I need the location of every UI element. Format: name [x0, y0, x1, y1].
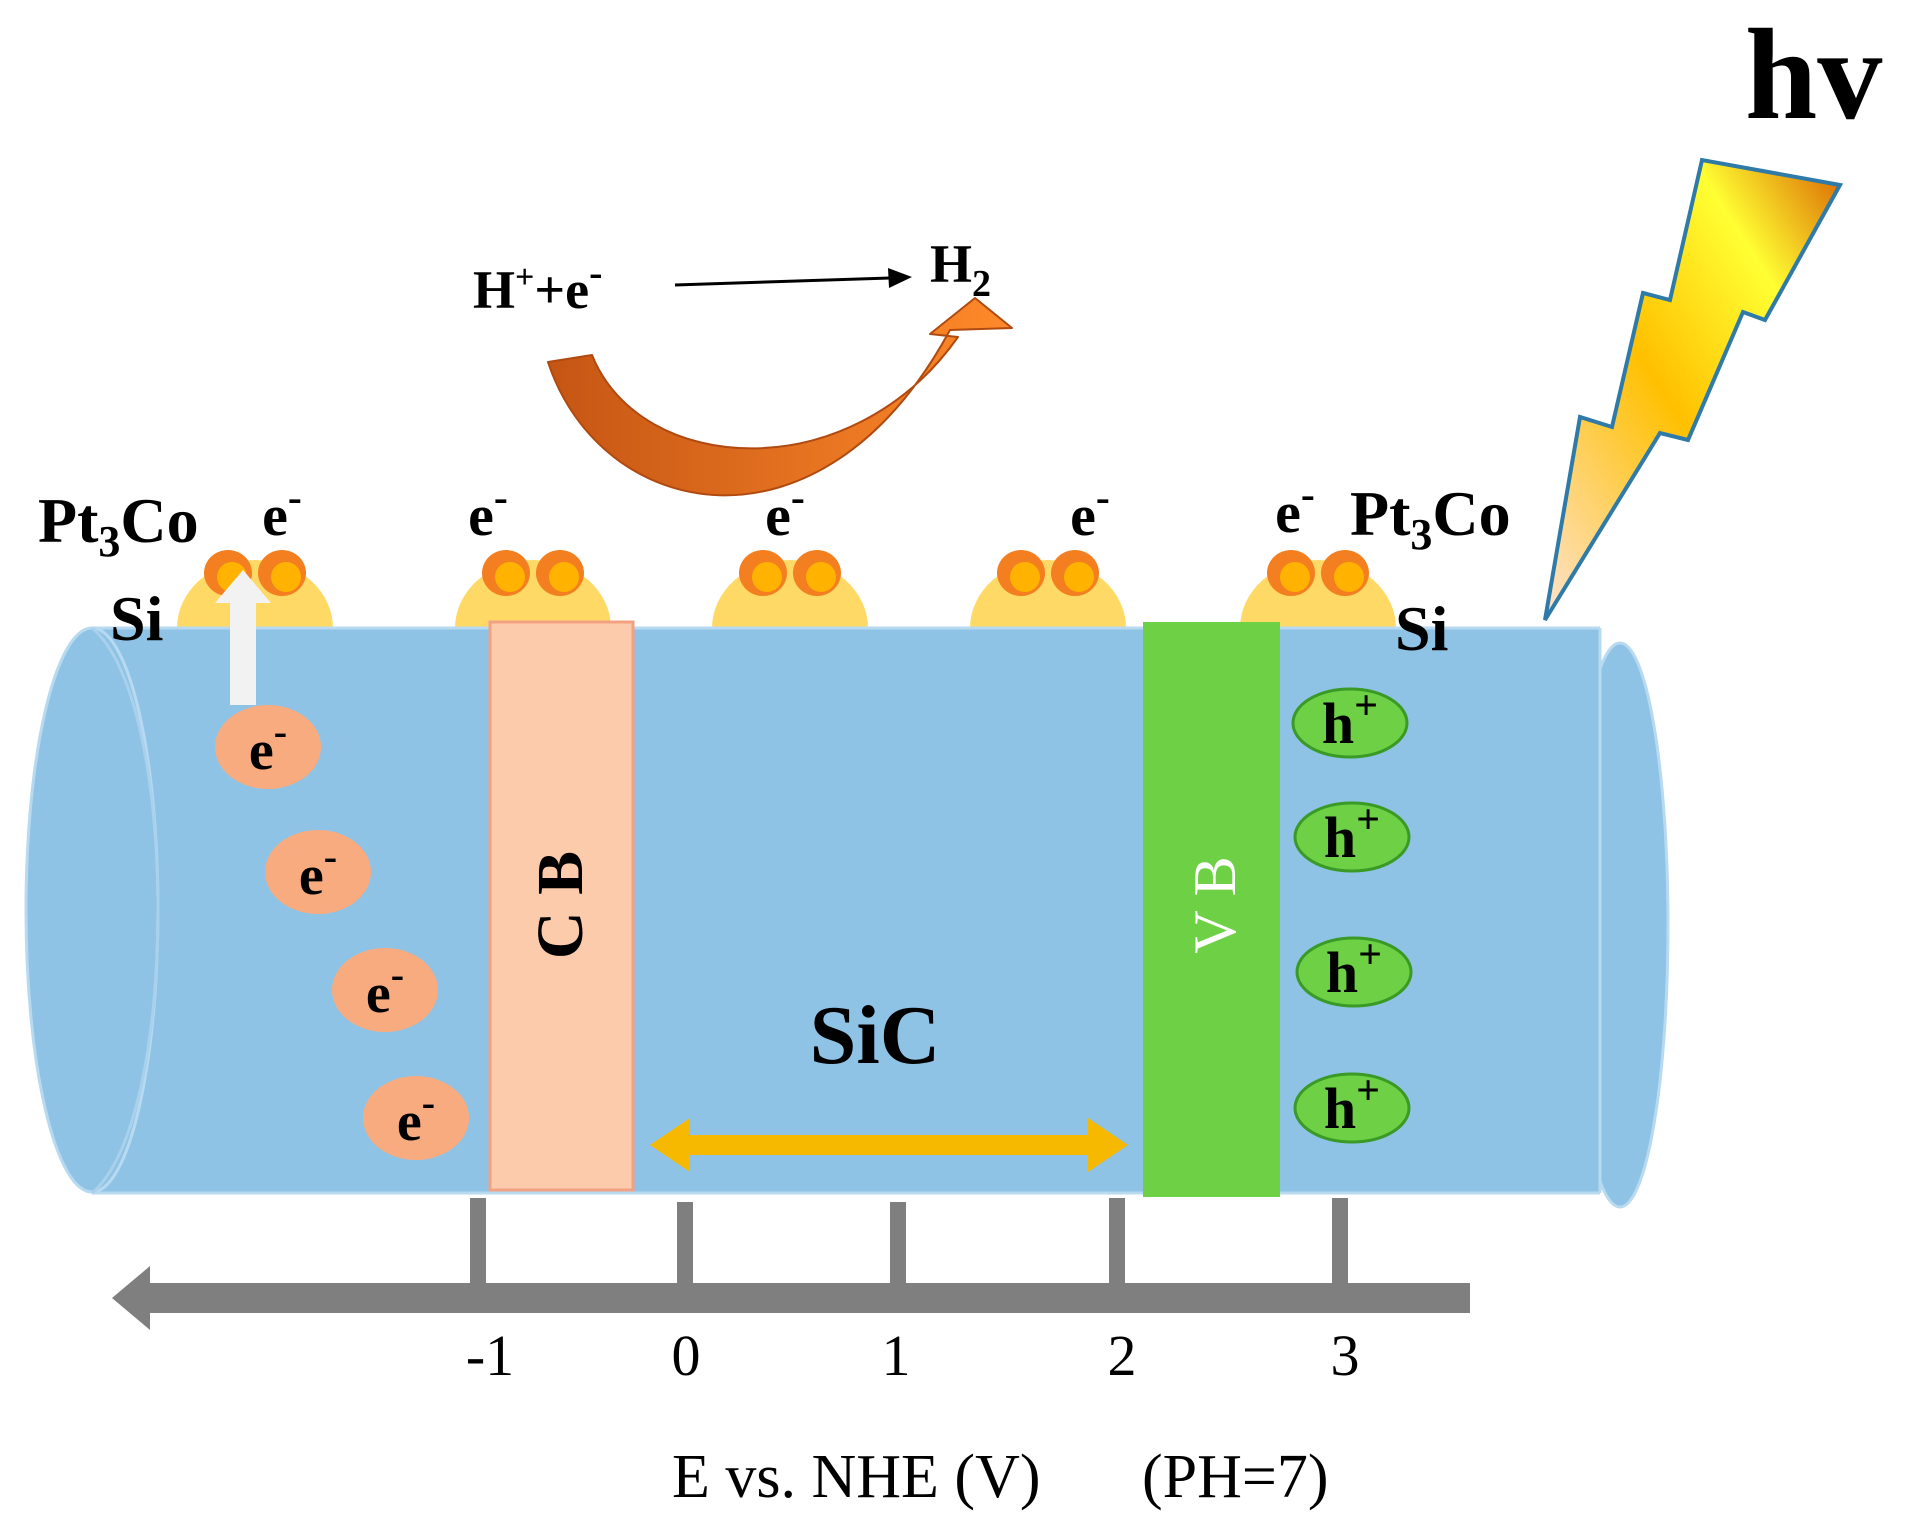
axis-tick-label: 1 — [882, 1323, 911, 1388]
si-left-label: Si — [110, 583, 163, 654]
inner-electrons-group: e-e-e-e- — [215, 705, 469, 1160]
electron — [265, 830, 371, 914]
axis-tick-label: 2 — [1108, 1323, 1137, 1388]
axis-ticks-group: -1 0 1 2 3 — [466, 1198, 1360, 1388]
electron-label: e- — [1275, 472, 1315, 545]
axis-tick-label: 0 — [672, 1323, 701, 1388]
pt3co-left-label: Pt3Co — [38, 485, 199, 566]
material-label: SiC — [810, 989, 941, 1082]
top-electrons-group: e-e-e-e-e- — [262, 472, 1315, 548]
electron-label: e- — [1070, 475, 1110, 548]
axis-arrow-head — [112, 1266, 150, 1330]
electron — [332, 948, 438, 1032]
reaction-arrow-head — [888, 268, 912, 288]
axis-line — [145, 1283, 1470, 1313]
si-dome — [970, 560, 1126, 628]
potential-axis: -1 0 1 2 3 E vs. NHE (V) (PH=7) — [112, 1198, 1470, 1511]
electron-label: e- — [397, 1080, 435, 1153]
hole-label: h+ — [1324, 797, 1380, 870]
lightning-bolt-icon — [1543, 157, 1844, 622]
electron-label: e- — [765, 475, 805, 548]
axis-tick — [470, 1198, 486, 1285]
axis-tick — [1332, 1198, 1348, 1285]
si-domes-group — [177, 550, 1396, 628]
pt3co-particle-core — [549, 562, 579, 592]
electron — [363, 1076, 469, 1160]
electron-label: e- — [299, 834, 337, 907]
pt3co-right-label: Pt3Co — [1350, 478, 1511, 559]
conduction-band — [488, 620, 635, 1192]
axis-tick-label: -1 — [466, 1323, 514, 1388]
pt3co-particle-core — [806, 562, 836, 592]
electron-label: e- — [468, 475, 508, 548]
hydrogen-reaction: H++e- H2 — [473, 234, 991, 320]
electron-label: e- — [262, 475, 302, 548]
pt3co-particle-core — [1064, 562, 1094, 592]
holes-group: h+ h+ h+ h+ — [1291, 683, 1413, 1144]
band-gap-arrow — [650, 1118, 1128, 1172]
photon-energy-label: hv — [1745, 3, 1882, 147]
tube-left-rim — [91, 626, 160, 1195]
pt3co-particle-core — [1334, 562, 1364, 592]
electron-transfer-arrow — [215, 570, 271, 705]
pt3co-particle-core — [495, 562, 525, 592]
hole-label: h+ — [1324, 1068, 1380, 1141]
reaction-arrow — [674, 276, 891, 287]
reaction-product: H2 — [930, 234, 991, 305]
hole — [1293, 801, 1411, 873]
valence-band-label: V B — [1182, 856, 1248, 953]
hole — [1291, 687, 1409, 759]
pt3co-particle-core — [1010, 562, 1040, 592]
pt3co-particle-core — [1280, 562, 1310, 592]
reaction-reactants: H++e- — [473, 250, 602, 320]
si-dome — [712, 560, 868, 628]
si-dome — [455, 560, 611, 628]
conduction-band-label: C B — [524, 851, 597, 959]
curved-reaction-arrow — [547, 297, 1013, 497]
hole — [1295, 936, 1413, 1008]
electron-label: e- — [366, 952, 404, 1025]
axis-tick — [1109, 1198, 1125, 1285]
si-dome — [1240, 560, 1396, 628]
valence-band — [1143, 622, 1280, 1197]
electron — [215, 705, 321, 789]
axis-tick — [890, 1202, 906, 1285]
hole-label: h+ — [1322, 683, 1378, 756]
axis-condition: (PH=7) — [1142, 1443, 1329, 1511]
axis-title: E vs. NHE (V) — [672, 1443, 1041, 1511]
axis-tick — [677, 1202, 693, 1285]
tube-left-cap — [24, 626, 160, 1194]
axis-tick-label: 3 — [1331, 1323, 1360, 1388]
electron-label: e- — [249, 709, 287, 782]
si-right-label: Si — [1395, 593, 1448, 664]
hole-label: h+ — [1326, 932, 1382, 1005]
hole — [1293, 1072, 1411, 1144]
pt3co-particle-core — [271, 562, 301, 592]
pt3co-particle-core — [752, 562, 782, 592]
